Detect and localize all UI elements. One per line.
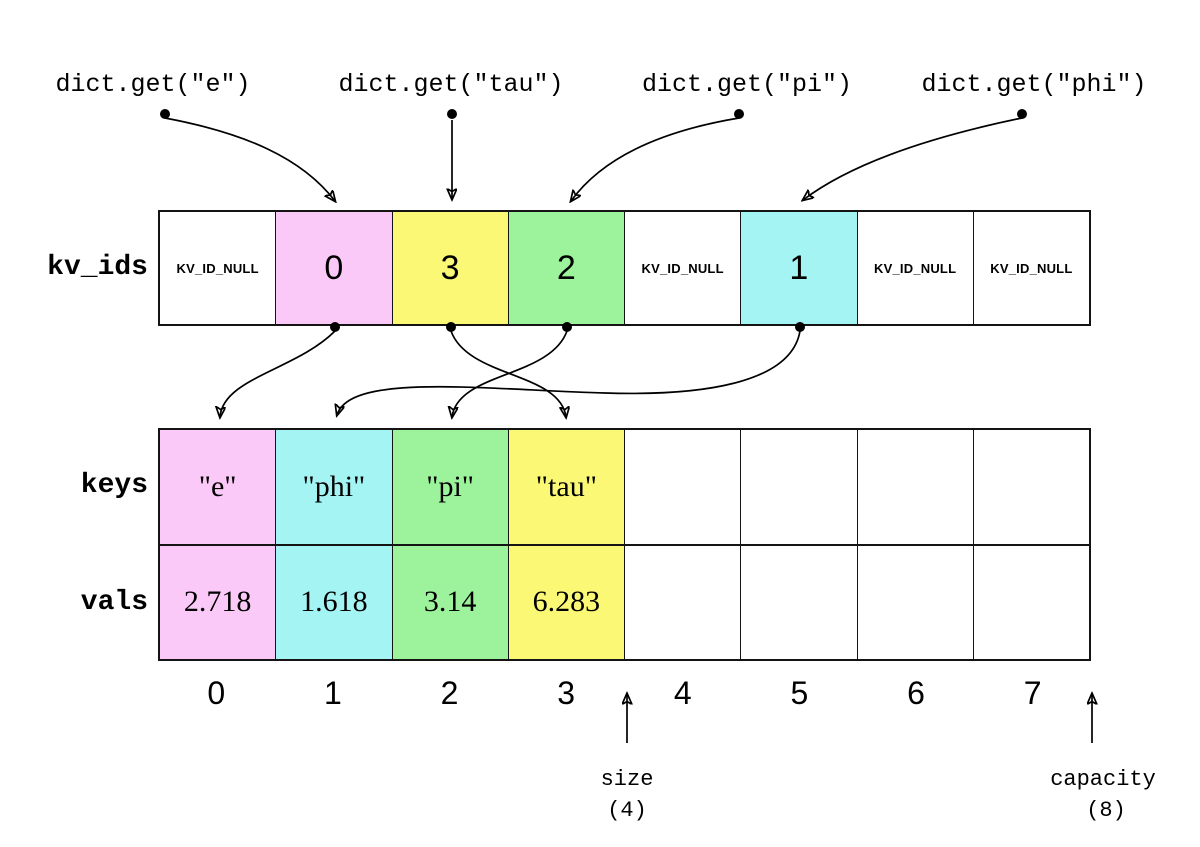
- kv-ids-value-5: 1: [789, 248, 809, 287]
- kv-ids-value-6: KV_ID_NULL: [874, 260, 957, 276]
- keys-cell-2: "pi": [392, 430, 509, 544]
- vals-value-1: 1.618: [300, 585, 368, 619]
- query-label-get-e: dict.get("e"): [55, 70, 251, 99]
- kv-ids-value-1: 0: [324, 248, 344, 287]
- keys-cell-0: "e": [160, 430, 277, 544]
- keys-cell-7: [973, 430, 1089, 544]
- arrow-id2-to-keys-2: [452, 330, 568, 417]
- kv-ids-cell-6: KV_ID_NULL: [857, 212, 974, 324]
- keys-value-1: "phi": [302, 469, 366, 503]
- capacity-label: capacity: [1050, 767, 1156, 792]
- vals-cell-0: 2.718: [160, 545, 277, 659]
- keys-cell-5: [741, 430, 858, 544]
- vals-value-2: 3.14: [423, 585, 477, 619]
- query-label-get-tau: dict.get("tau"): [338, 70, 564, 99]
- slot-index-5: 5: [790, 675, 809, 711]
- dot-get-pi: [734, 109, 744, 119]
- keys-cell-3: "tau": [508, 430, 625, 544]
- slot-index-2: 2: [440, 675, 459, 711]
- dot-get-e: [160, 109, 170, 119]
- vals-row-label: vals: [80, 587, 148, 618]
- keys-array: "e" "phi" "pi" "tau": [160, 430, 1089, 546]
- vals-cell-4: [625, 545, 742, 659]
- slot-index-7: 7: [1023, 675, 1042, 711]
- keys-cell-1: "phi": [276, 430, 393, 544]
- arrow-id0-to-keys-0: [220, 330, 336, 417]
- dot-get-phi: [1017, 109, 1027, 119]
- vals-value-3: 6.283: [532, 585, 601, 619]
- arrow-get-pi-to-slot-3: [571, 117, 740, 201]
- size-label: size: [600, 767, 654, 792]
- kv-ids-row-label: kv_ids: [47, 252, 148, 283]
- arrow-get-phi-to-slot-5: [803, 117, 1023, 200]
- slot-index-0: 0: [207, 675, 226, 711]
- vals-cell-7: [973, 545, 1089, 659]
- keys-vals-table: "e" "phi" "pi" "tau" 2.718 1.618 3.14 6.…: [158, 428, 1091, 661]
- kv-ids-value-3: 2: [556, 248, 576, 287]
- slot-index-6: 6: [907, 675, 925, 711]
- vals-array: 2.718 1.618 3.14 6.283: [160, 545, 1089, 659]
- kv-ids-value-4: KV_ID_NULL: [641, 260, 724, 276]
- kv-ids-value-2: 3: [440, 248, 460, 287]
- keys-cell-6: [857, 430, 974, 544]
- keys-value-2: "pi": [426, 469, 475, 503]
- dot-get-tau: [447, 109, 457, 119]
- kv-ids-cell-2: 3: [392, 212, 509, 324]
- kv-ids-cell-1: 0: [276, 212, 393, 324]
- kv-ids-cell-7: KV_ID_NULL: [973, 212, 1089, 324]
- arrow-id1-to-keys-1: [337, 330, 801, 415]
- slot-index-4: 4: [673, 675, 692, 711]
- kv-ids-value-0: KV_ID_NULL: [176, 260, 259, 276]
- keys-value-3: "tau": [535, 469, 597, 503]
- kv-ids-cell-0: KV_ID_NULL: [160, 212, 277, 324]
- slot-index-3: 3: [557, 675, 576, 711]
- vals-cell-1: 1.618: [276, 545, 393, 659]
- slot-index-row: 0 1 2 3 4 5 6 7: [158, 677, 1091, 709]
- query-label-get-pi: dict.get("pi"): [641, 70, 853, 99]
- query-label-get-phi: dict.get("phi"): [921, 70, 1147, 99]
- arrow-id3-to-keys-3: [450, 330, 566, 417]
- kv-ids-array: KV_ID_NULL 0 3 2 KV_ID_NULL 1 KV_ID_NULL…: [158, 210, 1091, 326]
- keys-row-label: keys: [80, 470, 148, 501]
- vals-value-0: 2.718: [183, 585, 252, 619]
- keys-cell-4: [625, 430, 742, 544]
- vals-cell-2: 3.14: [392, 545, 509, 659]
- vals-cell-5: [741, 545, 858, 659]
- slot-index-1: 1: [324, 675, 342, 711]
- arrow-get-e-to-slot-1: [164, 117, 335, 201]
- capacity-value: (8): [1086, 798, 1126, 823]
- vals-cell-6: [857, 545, 974, 659]
- keys-value-0: "e": [198, 469, 237, 503]
- vals-cell-3: 6.283: [508, 545, 625, 659]
- kv-ids-value-7: KV_ID_NULL: [990, 260, 1073, 276]
- kv-ids-cell-4: KV_ID_NULL: [625, 212, 742, 324]
- kv-ids-cell-3: 2: [508, 212, 625, 324]
- size-value: (4): [607, 798, 647, 823]
- kv-ids-cell-5: 1: [741, 212, 858, 324]
